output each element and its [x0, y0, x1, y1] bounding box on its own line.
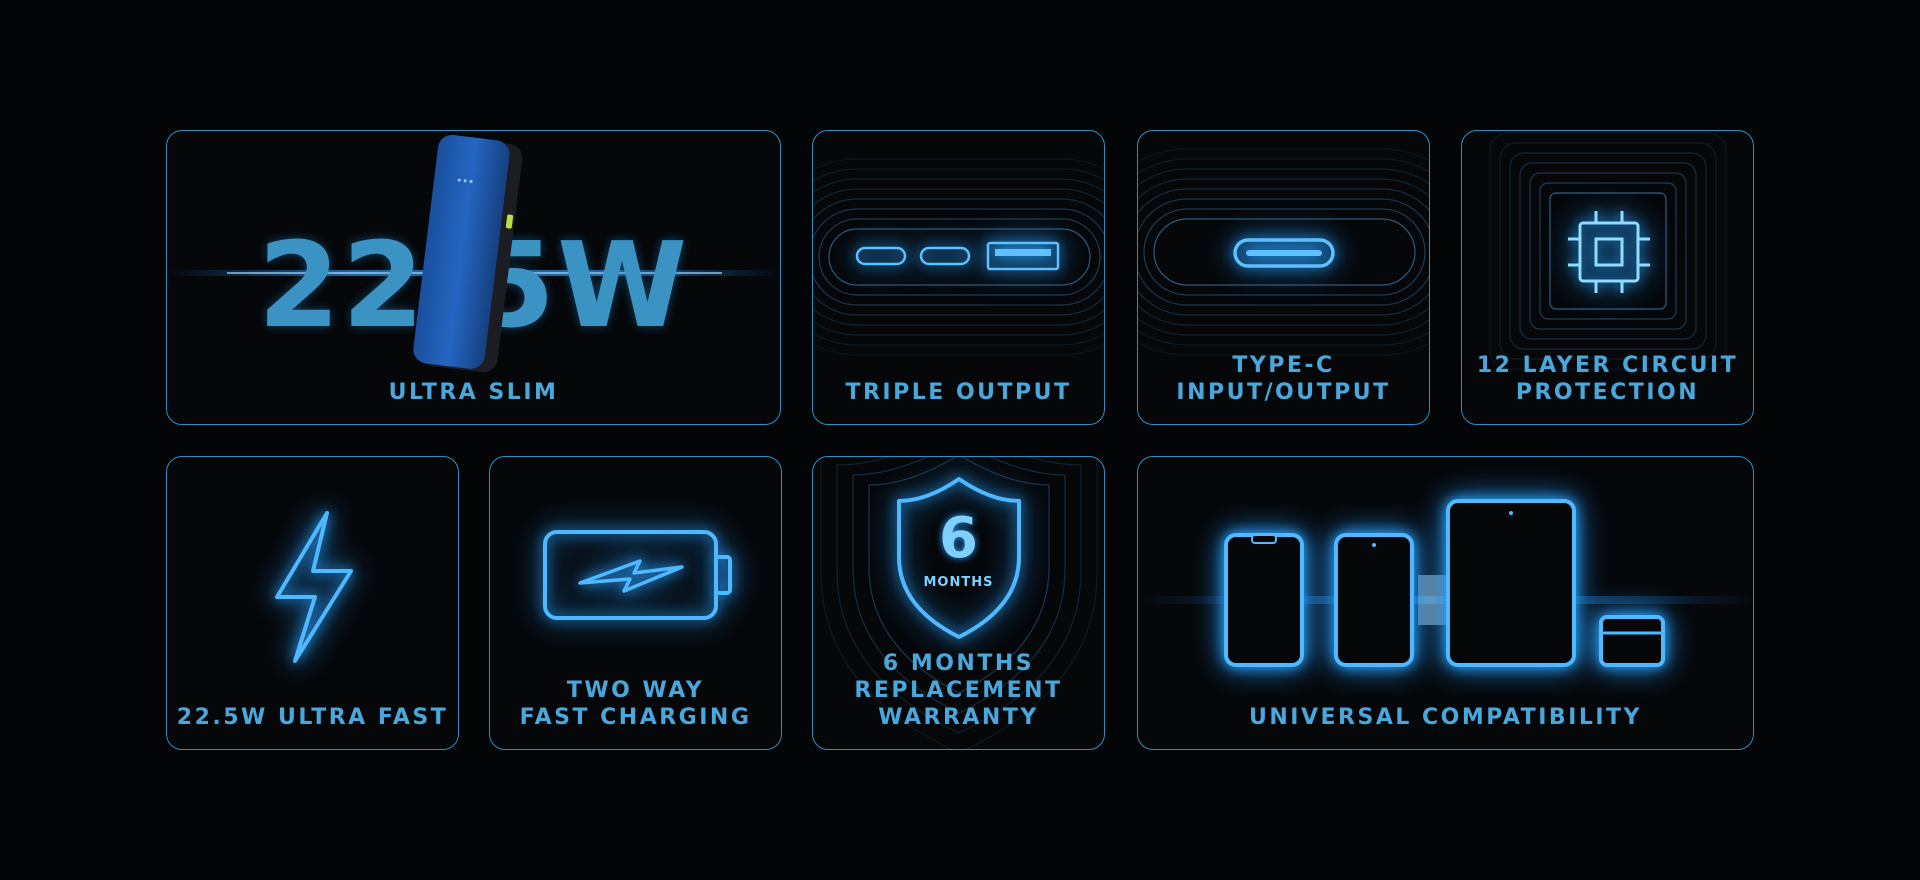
card-label: 22.5W ULTRA FAST	[176, 705, 449, 730]
card-warranty: 6 MONTHS 6 MONTHS REPLACEMENT WARRANTY	[812, 456, 1105, 750]
power-bank-image	[413, 134, 523, 373]
shield-icon	[897, 477, 1021, 639]
chip-contour-lines	[1489, 132, 1727, 370]
card-label: 6 MONTHS REPLACEMENT WARRANTY	[854, 651, 1063, 730]
card-icon	[1599, 615, 1665, 667]
card-ultra-fast: 22.5W ULTRA FAST	[166, 456, 459, 750]
card-circuit-protection: 12 LAYER CIRCUIT PROTECTION	[1461, 130, 1754, 425]
card-two-way-charging: TWO WAY FAST CHARGING	[489, 456, 782, 750]
card-label: UNIVERSAL COMPATIBILITY	[1249, 705, 1642, 730]
card-triple-output: TRIPLE OUTPUT	[812, 130, 1105, 425]
chip-icon	[1568, 211, 1650, 293]
card-label: TWO WAY FAST CHARGING	[519, 678, 752, 730]
lightning-icon	[275, 511, 353, 663]
card-label: TYPE-C INPUT/OUTPUT	[1176, 353, 1391, 405]
shield-months-text: MONTHS	[923, 575, 994, 590]
card-type-c: TYPE-C INPUT/OUTPUT	[1137, 130, 1430, 425]
usb-c-port-icon	[855, 246, 907, 266]
usb-a-port-icon	[986, 241, 1060, 271]
card-universal-compatibility: UNIVERSAL COMPATIBILITY	[1137, 456, 1754, 750]
phone-icon	[1224, 533, 1304, 667]
shield-contour-lines	[820, 457, 1098, 749]
usb-c-port-icon	[1233, 238, 1335, 268]
tablet-icon	[1446, 499, 1576, 667]
usb-c-port-icon	[919, 246, 971, 266]
shield-number: 6	[939, 506, 978, 571]
battery-charging-icon	[543, 530, 732, 620]
port-contour-lines	[1138, 148, 1429, 356]
card-ultra-slim: 22.5W ULTRA SLIM	[166, 130, 781, 425]
port-contour-lines	[813, 158, 1104, 356]
card-label: TRIPLE OUTPUT	[845, 380, 1072, 405]
card-label: ULTRA SLIM	[388, 380, 559, 405]
phone-icon	[1334, 533, 1414, 667]
card-label: 12 LAYER CIRCUIT PROTECTION	[1476, 353, 1739, 405]
